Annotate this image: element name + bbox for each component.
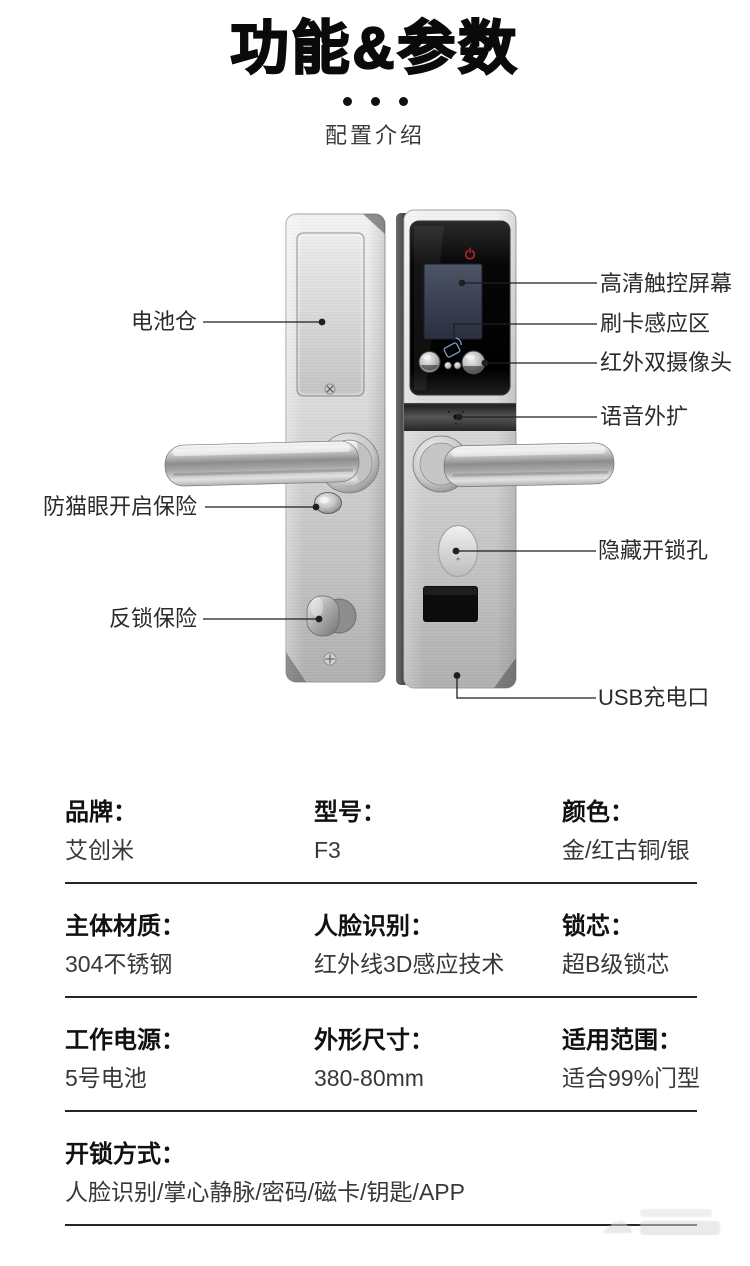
callout-line-camera — [481, 359, 597, 367]
anti-peep-knob — [314, 492, 342, 514]
spec-label: 工作电源： — [65, 1027, 185, 1054]
spec-color: 颜色： 金/红古铜/银 — [562, 797, 697, 865]
deadbolt-thumbturn — [306, 595, 357, 637]
callout-label-card-zone: 刷卡感应区 — [600, 311, 711, 336]
section-subtitle: 配置介绍 — [324, 123, 425, 148]
spec-label: 人脸识别： — [314, 913, 434, 940]
card-swipe-icon — [443, 337, 462, 358]
callout-line-card — [453, 323, 597, 341]
callout-line-deadbolt — [203, 615, 323, 623]
callout-label-deadbolt: 反锁保险 — [108, 606, 197, 631]
spec-row-2: 主体材质： 304不锈钢 人脸识别： 红外线3D感应技术 锁芯： 超B级锁芯 — [65, 884, 697, 998]
callout-line-battery — [203, 318, 326, 326]
screw-phillips-icon — [323, 652, 337, 666]
spec-row-3: 工作电源： 5号电池 外形尺寸： 380-80mm 适用范围： 适合99%门型 — [65, 998, 700, 1112]
lower-black-window — [423, 586, 478, 622]
spec-value: 380-80mm — [314, 1065, 424, 1091]
spec-label: 适用范围： — [562, 1027, 682, 1054]
spec-value: 适合99%门型 — [562, 1065, 701, 1091]
callout-line-keyhole — [452, 547, 596, 555]
spec-power: 工作电源： 5号电池 — [65, 1025, 314, 1093]
spec-applicability: 适用范围： 适合99%门型 — [562, 1025, 700, 1093]
spec-label: 外形尺寸： — [314, 1027, 434, 1054]
callout-label-keyhole: 隐藏开锁孔 — [598, 538, 709, 563]
infrared-camera-right — [461, 350, 486, 375]
dot-icon — [370, 97, 380, 106]
power-icon — [464, 247, 476, 260]
sensor-dot — [453, 361, 462, 370]
spec-dimensions: 外形尺寸： 380-80mm — [314, 1025, 562, 1093]
spec-label: 开锁方式： — [65, 1141, 185, 1168]
spec-face-recognition: 人脸识别： 红外线3D感应技术 — [314, 911, 562, 979]
back-handle — [164, 432, 380, 494]
panel-top-bevel — [363, 214, 385, 234]
spec-label: 型号： — [314, 799, 386, 826]
spec-label: 锁芯： — [562, 913, 634, 940]
spec-value: 5号电池 — [65, 1065, 147, 1091]
lock-front-panel — [396, 209, 615, 689]
dot-icon — [398, 97, 408, 106]
screw-cross-icon — [324, 383, 336, 395]
battery-cover — [296, 232, 365, 397]
panel-bottom-bevel — [286, 652, 306, 682]
front-handle — [412, 435, 615, 493]
spec-value: 304不锈钢 — [65, 951, 173, 977]
spec-value: 金/红古铜/银 — [562, 837, 690, 863]
spec-table: 品牌： 艾创米 型号： F3 颜色： 金/红古铜/银 主体材质： 304不锈钢 … — [65, 770, 700, 1226]
callout-line-voice — [455, 413, 597, 421]
callout-label-anti-peep: 防猫眼开启保险 — [42, 494, 197, 519]
callout-line-usb — [453, 672, 596, 699]
spec-label: 主体材质： — [65, 913, 185, 940]
spec-row-unlock-methods: 开锁方式： 人脸识别/掌心静脉/密码/磁卡/钥匙/APP — [65, 1112, 697, 1226]
spec-value: 红外线3D感应技术 — [314, 951, 505, 977]
spec-material: 主体材质： 304不锈钢 — [65, 911, 314, 979]
sensor-dot — [444, 361, 452, 370]
door-lock-figure — [164, 209, 615, 699]
spec-cylinder: 锁芯： 超B级锁芯 — [562, 911, 697, 979]
lock-back-panel — [164, 213, 386, 683]
callout-label-usb: USB充电口 — [598, 685, 710, 710]
separator-dots — [0, 97, 750, 106]
callout-line-screen — [458, 279, 597, 287]
callout-label-battery: 电池仓 — [130, 309, 197, 334]
callout-label-screen: 高清触控屏幕 — [600, 271, 733, 296]
callout-label-voice: 语音外扩 — [600, 404, 689, 429]
dot-icon — [342, 97, 352, 106]
touch-screen[interactable] — [423, 263, 483, 340]
spec-value: 人脸识别/掌心静脉/密码/磁卡/钥匙/APP — [65, 1179, 465, 1205]
callout-label-camera: 红外双摄像头 — [600, 350, 733, 375]
callout-lines — [203, 279, 597, 699]
header: 功能&参数 配置介绍 — [0, 0, 750, 149]
spec-value: 艾创米 — [65, 837, 134, 863]
spec-value: 超B级锁芯 — [562, 951, 670, 977]
spec-label: 品牌： — [65, 799, 137, 826]
infrared-camera-left — [418, 351, 441, 373]
spec-model: 型号： F3 — [314, 797, 562, 865]
panel-bottom-bevel — [494, 658, 516, 688]
spec-row-1: 品牌： 艾创米 型号： F3 颜色： 金/红古铜/银 — [65, 770, 697, 884]
spec-label: 颜色： — [562, 799, 634, 826]
page-title: 功能&参数 — [229, 15, 520, 82]
callout-line-anti-peep — [205, 503, 320, 511]
touch-glass-panel — [409, 220, 511, 396]
spec-value: F3 — [314, 837, 341, 863]
spec-brand: 品牌： 艾创米 — [65, 797, 314, 865]
